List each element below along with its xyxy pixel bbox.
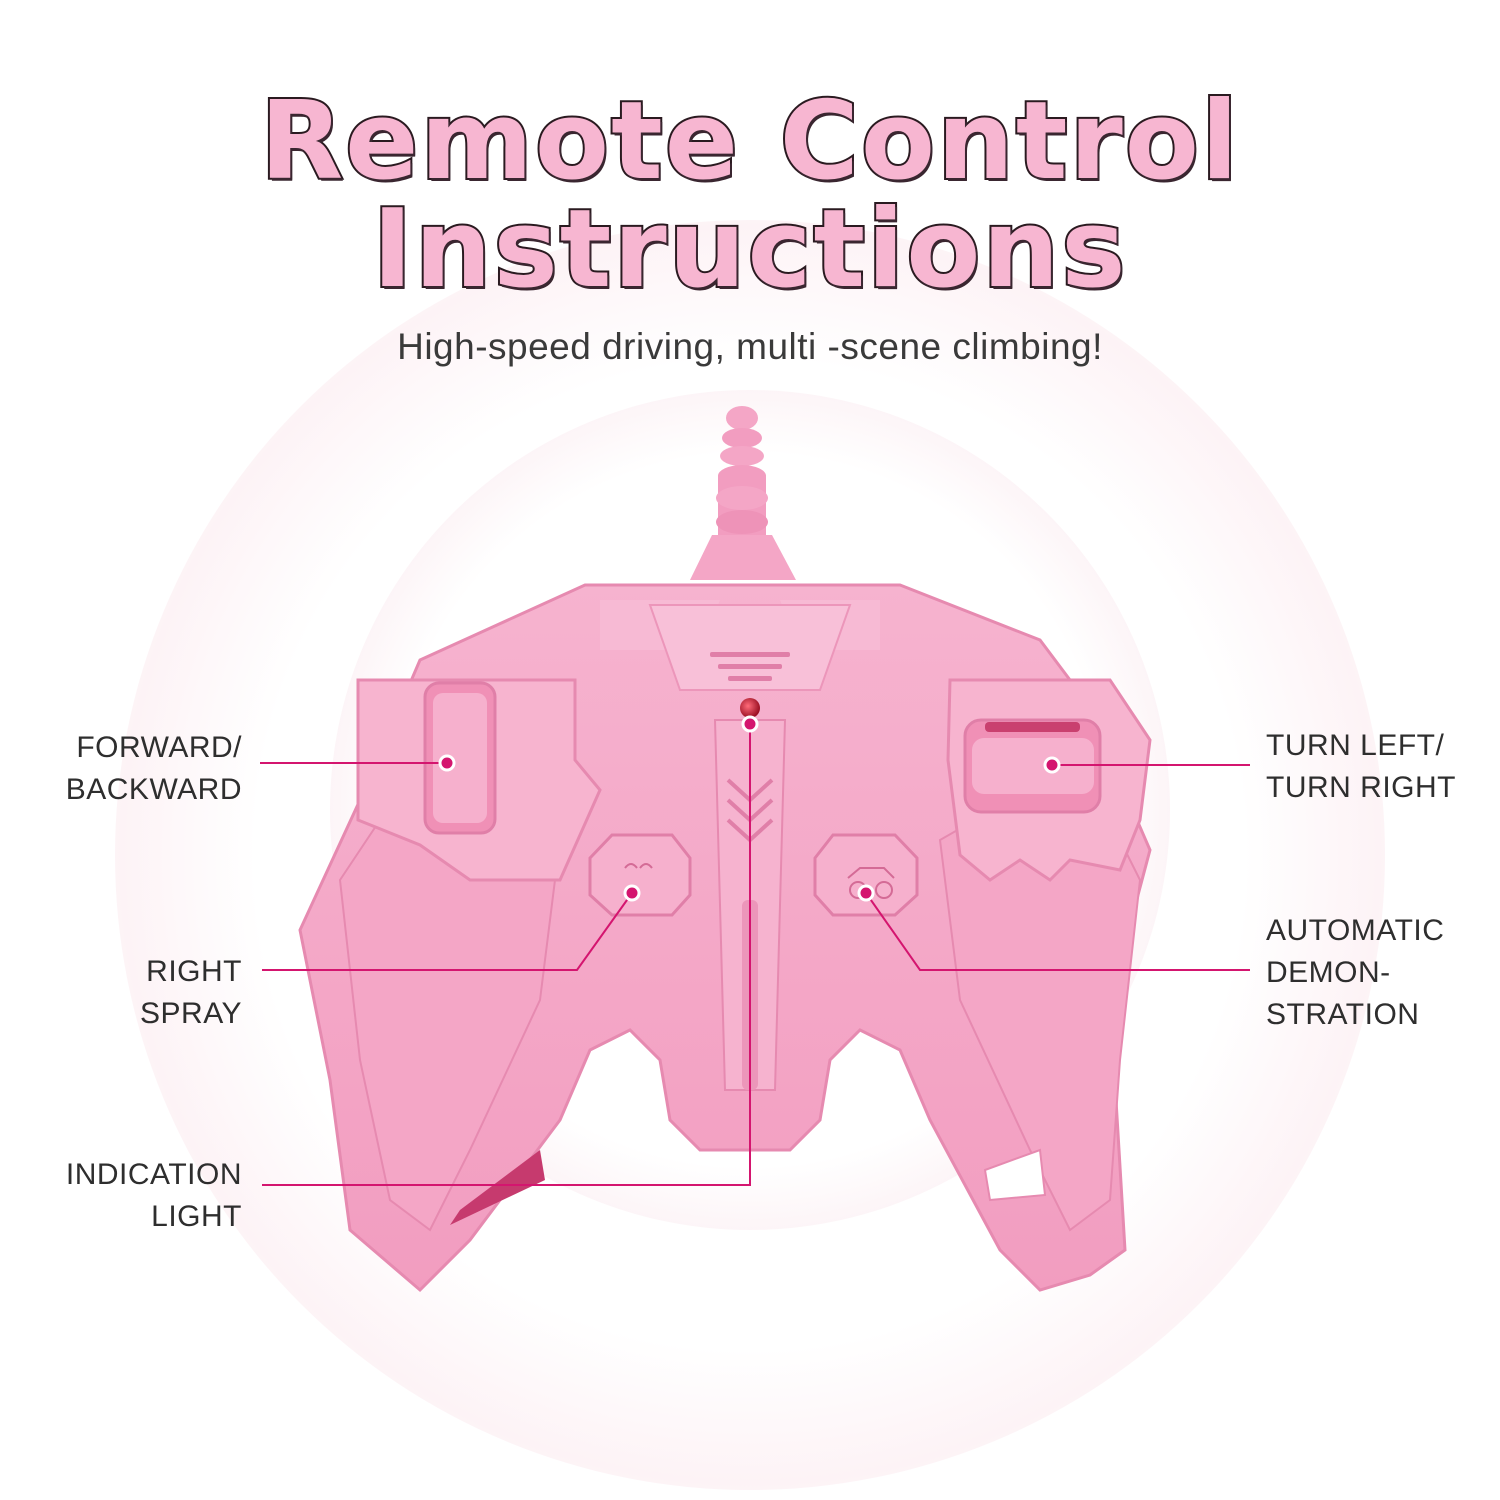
callout-dots [438,715,1061,902]
label-automatic-line3: STRATION [1266,998,1420,1031]
label-forward-backward-line2: BACKWARD [65,773,242,806]
label-forward-backward-line1: FORWARD/ [76,731,242,764]
spray-button[interactable] [588,833,692,917]
callout-right-spray [262,892,633,971]
subtitle: High-speed driving, multi -scene climbin… [397,326,1103,367]
car-icon [847,867,895,899]
forward-backward-trigger[interactable] [356,678,602,882]
label-turn: TURN LEFT/ TURN RIGHT [1266,725,1456,809]
label-indication-light: INDICATION LIGHT [66,1154,242,1238]
callout-automatic [865,892,1250,971]
page-title-line1: Remote Control [258,79,1241,204]
label-forward-backward: FORWARD/ BACKWARD [66,727,242,811]
spray-icon [624,863,638,869]
label-right-spray-line1: RIGHT [146,955,242,988]
label-turn-line1: TURN LEFT/ [1266,729,1445,762]
label-automatic-line2: DEMON- [1266,956,1391,989]
callout-lines [260,724,1250,1186]
callout-indication-light [262,724,751,1186]
indication-light [740,698,760,718]
label-indication-light-line2: LIGHT [151,1200,242,1233]
antenna-icon [690,406,796,580]
label-right-spray-line2: SPRAY [140,997,242,1030]
label-right-spray: RIGHT SPRAY [140,951,242,1035]
turn-wheel[interactable] [946,678,1152,882]
label-automatic: AUTOMATIC DEMON- STRATION [1266,910,1444,1036]
auto-demo-button[interactable] [813,833,919,917]
label-automatic-line1: AUTOMATIC [1266,914,1445,947]
label-indication-light-line1: INDICATION [65,1158,242,1191]
page-title-line2: Instructions [370,187,1128,312]
label-turn-line2: TURN RIGHT [1266,771,1456,804]
